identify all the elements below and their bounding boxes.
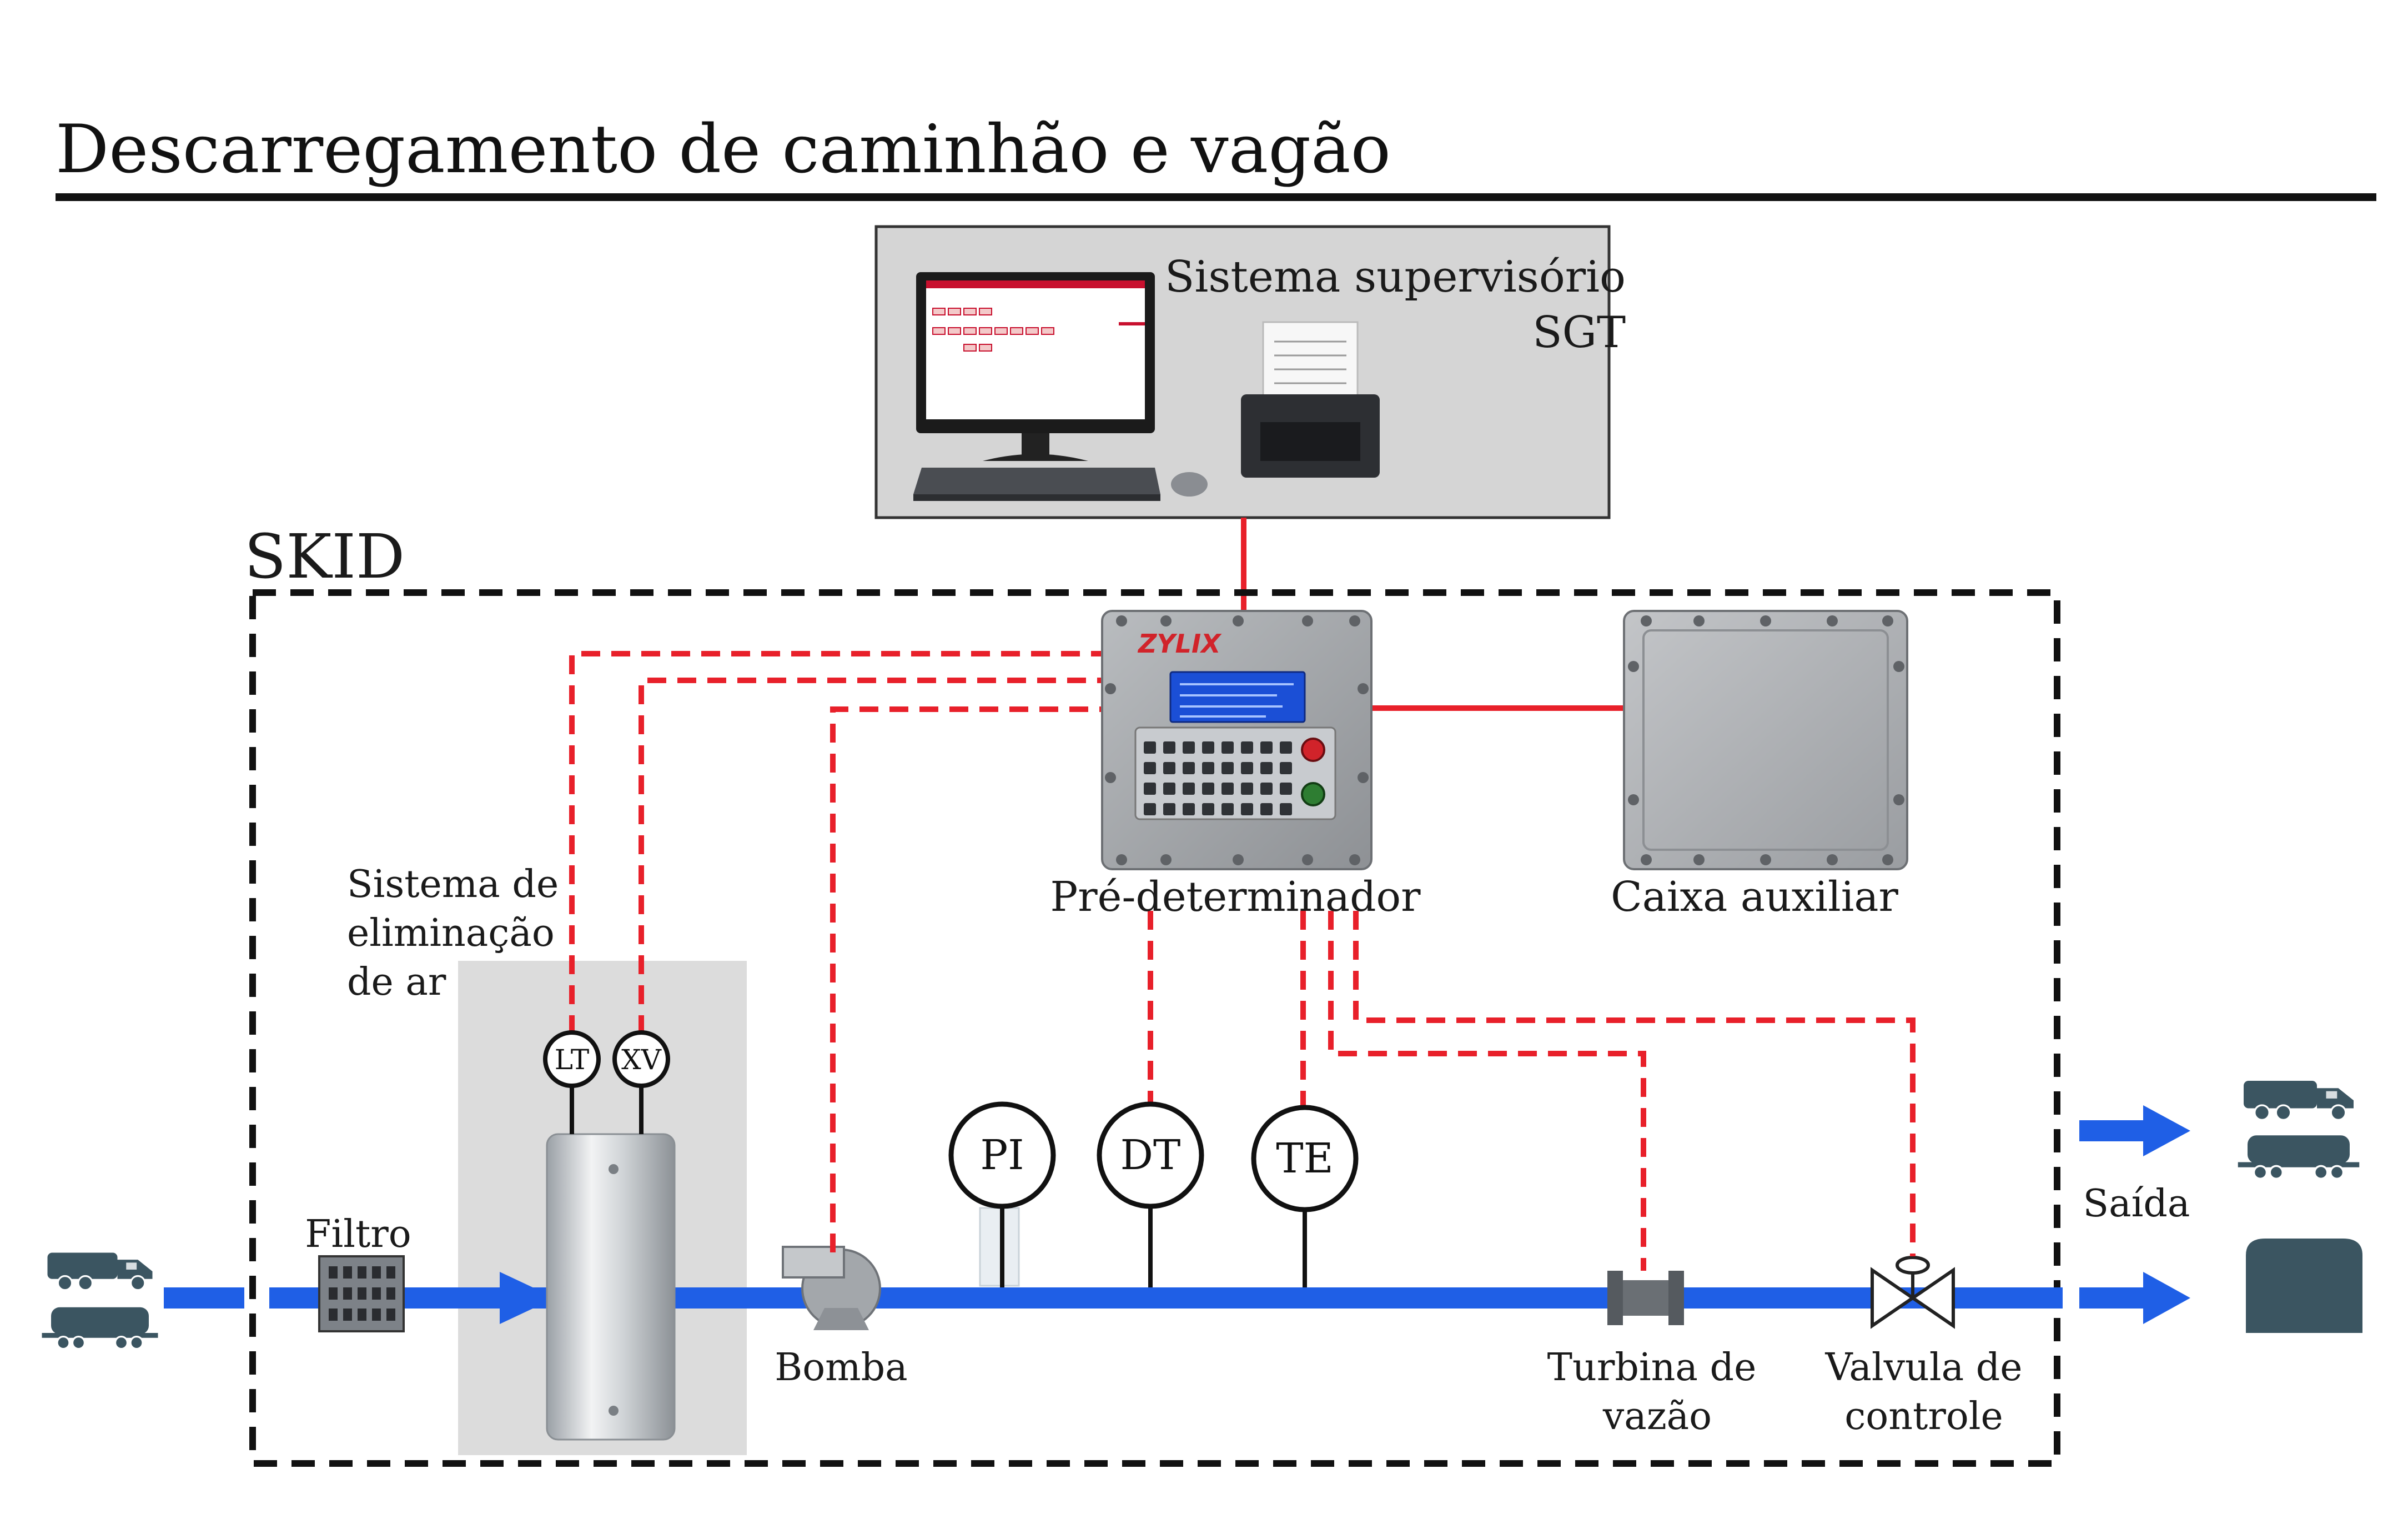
air-elim-label-3: de ar bbox=[347, 960, 446, 1004]
pre-determinator-unit: ZYLIX bbox=[1101, 610, 1373, 870]
keyboard-icon bbox=[913, 468, 1160, 501]
te-instrument: TE bbox=[1251, 1105, 1359, 1212]
printer-icon bbox=[1241, 321, 1380, 478]
pi-sensor-well bbox=[979, 1207, 1020, 1287]
valve-label-1: Valvula de bbox=[1824, 1346, 2022, 1390]
supervisory-system-box: Sistema supervisório SGT bbox=[874, 225, 1626, 519]
page-title: Descarregamento de caminhão e vagão bbox=[56, 111, 1391, 188]
xv-instrument: XV bbox=[612, 1030, 670, 1088]
pump-icon bbox=[782, 1246, 881, 1330]
outlet-truck-icon bbox=[2243, 1080, 2355, 1121]
pre-determinator-label: Pré-determinador bbox=[1050, 873, 1421, 921]
pi-tag: PI bbox=[980, 1131, 1024, 1179]
stop-button bbox=[1301, 738, 1325, 762]
control-valve-icon bbox=[1871, 1256, 1955, 1329]
supervisory-title: Sistema supervisório bbox=[1165, 252, 1626, 302]
aux-box-label: Caixa auxiliar bbox=[1611, 873, 1898, 921]
inlet-wagon-icon bbox=[41, 1306, 159, 1350]
flow-turbine-icon bbox=[1607, 1271, 1684, 1325]
supervisory-subtitle: SGT bbox=[1532, 308, 1626, 358]
dt-tag: DT bbox=[1120, 1131, 1181, 1179]
dt-instrument: DT bbox=[1097, 1101, 1204, 1209]
air-eliminator-tank-icon bbox=[546, 1133, 676, 1441]
outlet-wagon-icon bbox=[2237, 1134, 2360, 1180]
title-underline bbox=[56, 193, 2376, 201]
outlet-label: Saída bbox=[2083, 1182, 2190, 1226]
lt-tag: LT bbox=[555, 1044, 589, 1076]
turbine-label-2: vazão bbox=[1602, 1395, 1712, 1438]
inlet-truck-icon bbox=[46, 1251, 154, 1291]
skid-boundary bbox=[249, 589, 2060, 1467]
lcd-display bbox=[1169, 671, 1306, 723]
valve-label-2: controle bbox=[1844, 1395, 2003, 1438]
filter-icon bbox=[318, 1255, 405, 1332]
pi-instrument: PI bbox=[948, 1101, 1056, 1209]
storage-tank-icon bbox=[2246, 1239, 2362, 1333]
te-tag: TE bbox=[1276, 1135, 1333, 1182]
mouse-icon bbox=[1171, 472, 1208, 497]
skid-label: SKID bbox=[244, 521, 405, 592]
turbine-label-1: Turbina de bbox=[1547, 1346, 1757, 1390]
zylix-logo: ZYLIX bbox=[1137, 629, 1222, 659]
air-elim-label-2: eliminação bbox=[347, 911, 555, 955]
xv-tag: XV bbox=[621, 1044, 662, 1076]
filter-label: Filtro bbox=[305, 1212, 411, 1256]
auxiliary-box-unit bbox=[1623, 610, 1908, 870]
signal-lines bbox=[569, 651, 1916, 1271]
start-button bbox=[1301, 782, 1325, 806]
lt-instrument: LT bbox=[543, 1030, 601, 1088]
air-elim-label-1: Sistema de bbox=[347, 863, 559, 906]
monitor-icon bbox=[916, 272, 1155, 461]
pump-label: Bomba bbox=[775, 1346, 907, 1390]
